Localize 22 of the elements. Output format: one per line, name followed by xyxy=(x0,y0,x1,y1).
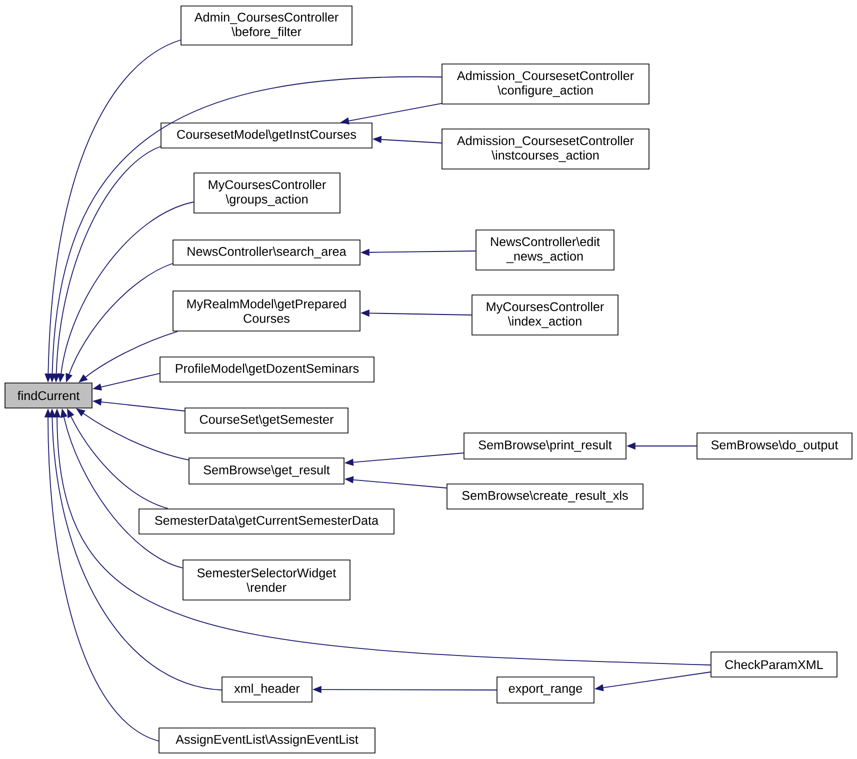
function-box: ProfileModel\getDozentSeminars xyxy=(160,356,374,382)
function-box: SemesterSelectorWidget \render xyxy=(182,560,350,600)
function-box: MyCoursesController \index_action xyxy=(472,294,618,336)
function-box: SemesterData\getCurrentSemesterData xyxy=(138,508,394,534)
function-box: CourseSet\getSemester xyxy=(184,408,348,434)
function-box: MyCoursesController \groups_action xyxy=(194,172,340,214)
function-box: export_range xyxy=(496,676,594,704)
function-box: NewsController\edit _news_action xyxy=(476,230,614,270)
function-box: Admission_CoursesetController \instcourses_action xyxy=(442,128,650,170)
function-box: MyRealmModel\getPrepared Courses xyxy=(172,290,360,332)
function-box: SemBrowse\create_result_xls xyxy=(446,484,644,510)
function-box: Admin_CoursesController \before_filter xyxy=(180,6,352,46)
function-box: AssignEventList\AssignEventList xyxy=(158,728,376,754)
function-box: Admission_CoursesetController \configure_action xyxy=(442,64,650,104)
function-box: SemBrowse\do_output xyxy=(696,432,852,460)
function-box: xml_header xyxy=(222,676,312,702)
function-box: SemBrowse\print_result xyxy=(464,432,626,460)
function-box: findCurrent xyxy=(4,382,92,408)
function-box: CoursesetModel\getInstCourses xyxy=(160,122,372,148)
function-box: SemBrowse\get_result xyxy=(188,458,344,484)
function-box: CheckParamXML xyxy=(710,652,838,678)
function-box: NewsController\search_area xyxy=(172,240,360,266)
